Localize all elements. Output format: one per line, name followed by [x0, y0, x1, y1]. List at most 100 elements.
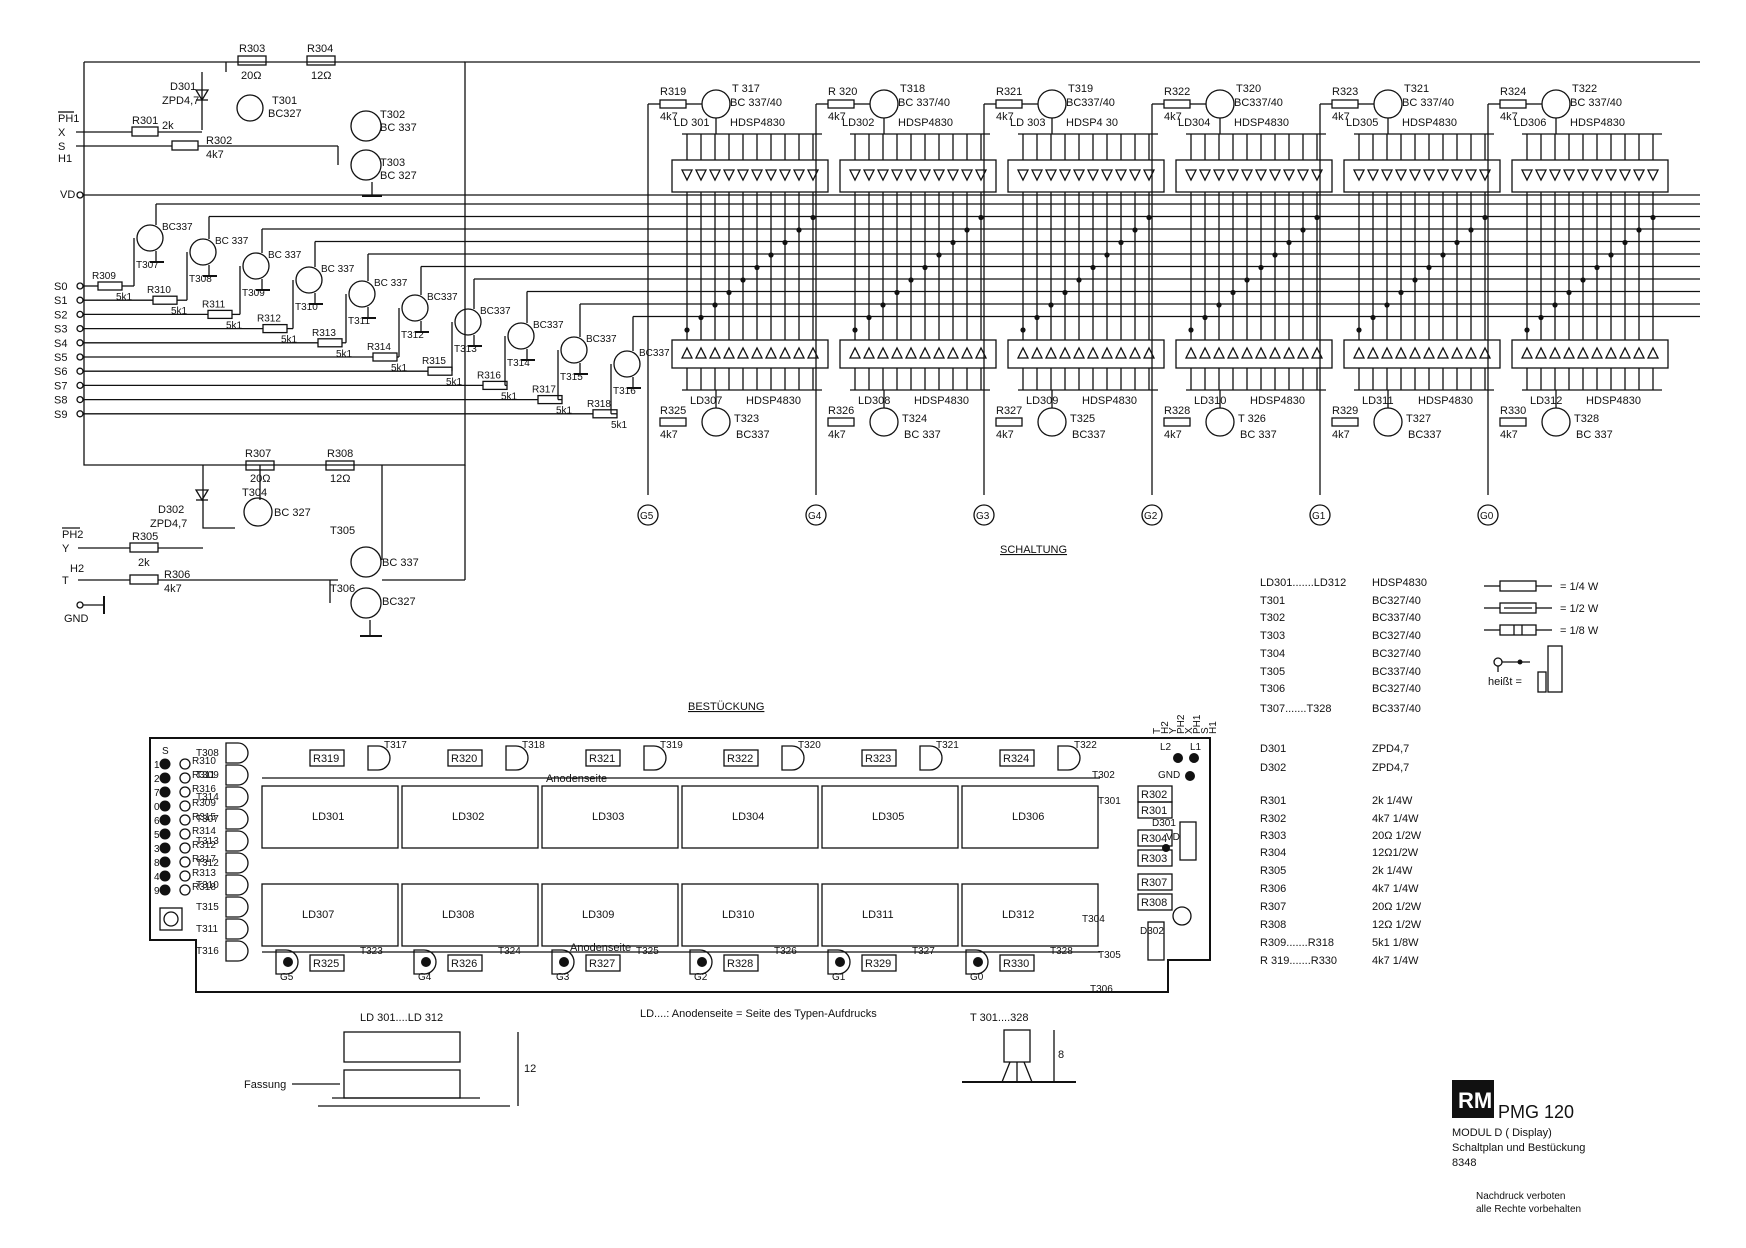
- display-top-label: LD306: [1514, 117, 1546, 129]
- s-terminal: [76, 339, 84, 347]
- top-driver-circuit: R303 20Ω R304 12Ω D301 ZPD4,7 T301 BC327…: [58, 43, 1700, 466]
- resistor-value: 5k1: [611, 420, 628, 431]
- led-diode: [1366, 169, 1380, 182]
- pcb-resistor-bottom-label: R328: [727, 958, 753, 970]
- resistor-label: R314: [367, 342, 391, 353]
- digit-resistor-top-label: R319: [660, 86, 686, 98]
- pcb-resistor-top-label: R321: [589, 753, 615, 765]
- display-bottom-value: HDSP4830: [914, 395, 969, 407]
- led-diode: [1044, 169, 1058, 182]
- transistor-label: T315: [560, 372, 583, 383]
- part-ref: T305: [1260, 666, 1285, 678]
- led-diode: [848, 346, 862, 359]
- led-diode: [890, 346, 904, 359]
- s-line-label: S8: [54, 395, 67, 407]
- left-pin-label: 6: [154, 816, 160, 827]
- pcb-grid-pad: [697, 957, 707, 967]
- digit-transistor-top: [869, 89, 899, 119]
- left-transistor: [225, 896, 249, 918]
- segment-transistor: [348, 280, 376, 308]
- resistor-label: R318: [587, 399, 611, 410]
- pcb-resistor-top-label: R323: [865, 753, 891, 765]
- digit-transistor-bottom-label: T323: [734, 413, 759, 425]
- title-line1: MODUL D ( Display): [1452, 1127, 1552, 1139]
- transistor-value: BC337: [162, 222, 193, 233]
- segment-resistor: [482, 380, 508, 391]
- led-diode: [1212, 169, 1226, 182]
- display-footprint-bottom: [401, 883, 539, 947]
- led-diode: [918, 169, 932, 182]
- led-diode: [1044, 346, 1058, 359]
- led-diode: [1646, 346, 1660, 359]
- display-top-value: HDSP4830: [898, 117, 953, 129]
- resistor-value: 5k1: [281, 335, 298, 346]
- s-line-label: S1: [54, 295, 67, 307]
- segment-resistor: [97, 281, 123, 291]
- legend-eighth: = 1/8 W: [1560, 625, 1599, 637]
- digit-resistor-top-label: R323: [1332, 86, 1358, 98]
- s-terminal: [76, 395, 84, 404]
- digit-resistor-top-value: 4k7: [1164, 111, 1182, 123]
- part-value: BC337/40: [1372, 703, 1421, 715]
- t301-label: T301: [272, 95, 297, 107]
- led-diode: [1254, 169, 1268, 182]
- display-bottom-label: LD308: [858, 395, 890, 407]
- header-label: Y: [1168, 727, 1179, 734]
- part-ref: T301: [1260, 595, 1285, 607]
- transistor-label: T314: [507, 358, 530, 369]
- digit-transistor-bottom-label: T328: [1574, 413, 1599, 425]
- part-ref: D301: [1260, 743, 1286, 755]
- gnd-pad: [1185, 771, 1195, 781]
- display-top: [1007, 159, 1165, 193]
- led-diode: [736, 346, 750, 359]
- part-ref: R307: [1260, 901, 1286, 913]
- digit-transistor-bottom-label: T325: [1070, 413, 1095, 425]
- display-footprint-bottom: [541, 883, 679, 947]
- r308-value: 12Ω: [330, 473, 350, 485]
- digit-resistor-bottom-value: 4k7: [1164, 429, 1182, 441]
- led-diode: [1072, 346, 1086, 359]
- left-transistor: [225, 830, 249, 852]
- display-top-value: HDSP4830: [1402, 117, 1457, 129]
- display-bottom: [1511, 339, 1669, 369]
- led-diode: [1422, 346, 1436, 359]
- t303-value: BC 327: [380, 170, 417, 182]
- resistor-value: 5k1: [556, 406, 573, 417]
- pcb-transistor-bottom: [827, 949, 851, 975]
- display-top-label: LD 301: [674, 117, 709, 129]
- digit-transistor-top-value: BC 337/40: [1570, 97, 1622, 109]
- led-diode: [1604, 346, 1618, 359]
- segment-transistor: [136, 224, 164, 252]
- anodenseite-bottom-label: Anodenseite: [570, 942, 631, 954]
- s-terminal: [76, 353, 84, 361]
- left-transistor-label: T315: [196, 902, 219, 913]
- part-ref: T303: [1260, 630, 1285, 642]
- led-diode: [876, 346, 890, 359]
- display-top: [1511, 159, 1669, 193]
- left-pin-label: 1: [154, 760, 160, 771]
- header-label-l1: L1: [1190, 742, 1202, 753]
- right-resistor: [1137, 893, 1173, 911]
- r302-label: R302: [206, 135, 232, 147]
- product-name: PMG 120: [1498, 1102, 1574, 1122]
- grid-terminal-label: G2: [1144, 511, 1158, 522]
- display-footprint-bottom: [261, 883, 399, 947]
- right-part-label: T302: [1092, 770, 1115, 781]
- s-terminal: [76, 324, 84, 333]
- part-ref: R303: [1260, 830, 1286, 842]
- pcb-grid-label: G1: [832, 972, 846, 983]
- pcb-transistor-bottom-label: T327: [912, 946, 935, 957]
- right-resistor: [1137, 873, 1173, 891]
- digit-transistor-bottom: [1205, 407, 1235, 437]
- led-diode: [1436, 346, 1450, 359]
- pcb-grid-pad: [283, 957, 293, 967]
- led-diode: [1632, 346, 1646, 359]
- left-pin-label: 5: [154, 830, 160, 841]
- segment-resistor: [152, 295, 178, 305]
- part-ref: R309.......R318: [1260, 937, 1334, 949]
- digit-transistor-top-label: T318: [900, 83, 925, 95]
- header-label: H2: [1160, 721, 1171, 734]
- header-label: S: [1200, 727, 1211, 734]
- t-label: T: [62, 575, 69, 587]
- digit-resistor-top-label: R324: [1500, 86, 1526, 98]
